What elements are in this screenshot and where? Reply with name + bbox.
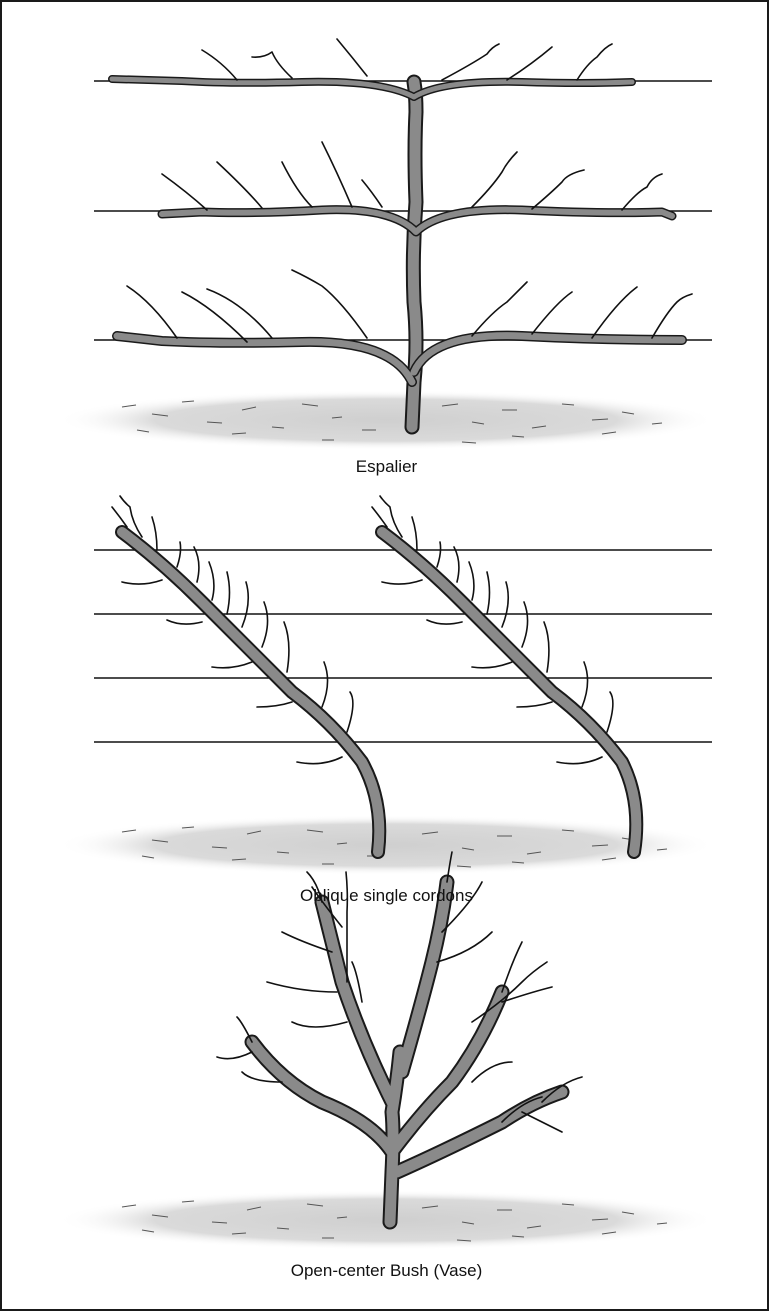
vase-tree bbox=[217, 852, 582, 1222]
figure-caption: Espalier bbox=[2, 457, 769, 477]
espalier-trunk bbox=[112, 79, 682, 427]
oblique-cordons-figure bbox=[56, 496, 716, 875]
espalier-figure bbox=[56, 39, 716, 450]
vase-figure bbox=[56, 852, 716, 1250]
figure-caption: Open-center Bush (Vase) bbox=[2, 1261, 769, 1281]
figure-caption: Oblique single cordons bbox=[2, 886, 769, 906]
espalier-ground bbox=[56, 390, 716, 450]
